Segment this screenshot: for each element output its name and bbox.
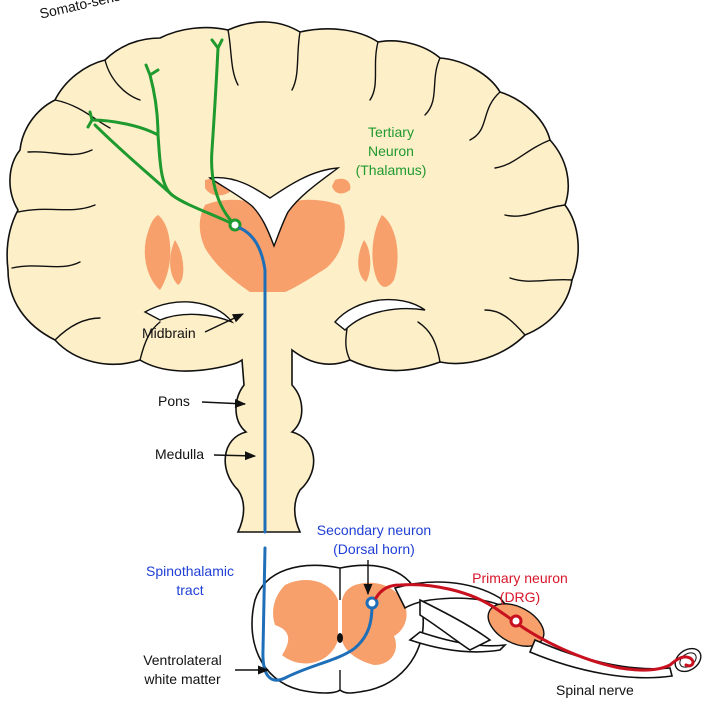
ventrolateral-label-line1: Ventrolateral: [143, 652, 222, 668]
secondary-neuron-soma: [365, 596, 379, 610]
tertiary-neuron-soma: [228, 218, 242, 232]
tertiary-terminal-3: [86, 110, 94, 129]
secondary-label-line1: Secondary neuron: [316, 522, 432, 538]
label-arrows: [201, 313, 373, 675]
tertiary-terminal-2: [144, 63, 160, 77]
primary-axon-central: [374, 583, 517, 624]
medulla-label: Medulla: [155, 446, 205, 462]
right-temporal-fissure: [334, 298, 426, 331]
pons-arrow: [201, 399, 247, 409]
spinothalamic-label-line2: tract: [176, 582, 204, 598]
tertiary-axon-main: [148, 73, 237, 227]
midbrain-label: Midbrain: [142, 325, 196, 341]
spinal-gray-matter-left: [273, 580, 338, 664]
medulla-arrow: [213, 451, 257, 461]
spinothalamic-label-line1: Spinothalamic: [146, 563, 234, 579]
right-claustrum: [358, 240, 371, 282]
tertiary-axon-branch-1: [210, 46, 237, 227]
cortical-sulci: [11, 29, 573, 363]
primary-neuron-soma: [509, 614, 523, 628]
left-claustrum: [170, 240, 184, 285]
spinal-root-connector: [419, 598, 492, 651]
primary-label-line1: Primary neuron: [472, 570, 568, 586]
tertiary-terminal-1: [210, 38, 224, 50]
tertiary-label-line3: (Thalamus): [355, 162, 427, 178]
left-putamen: [144, 215, 171, 290]
pons-label: Pons: [158, 393, 190, 409]
brain-coronal-section: [6, 21, 579, 533]
central-canal: [337, 633, 343, 643]
ventrolateral-label-line2: white matter: [144, 671, 221, 687]
secondary-axon-brain: [238, 226, 267, 534]
spinal-nerve-label: Spinal nerve: [556, 682, 634, 698]
primary-label-line2: (DRG): [499, 589, 541, 605]
midbrain-arrow: [204, 313, 245, 333]
secondary-label-line2: (Dorsal horn): [333, 541, 415, 557]
tertiary-axon-branch-2: [93, 123, 174, 197]
tertiary-axon-branch-3: [90, 118, 160, 137]
right-putamen: [372, 215, 398, 287]
primary-axon-peripheral: [513, 620, 695, 672]
tertiary-neuron: [86, 38, 242, 232]
spinal-nerve-trunk: [528, 638, 673, 679]
tertiary-label-line1: Tertiary: [368, 124, 414, 140]
caudate-right: [332, 178, 351, 194]
tertiary-label-line2: Neuron: [368, 143, 414, 159]
primary-neuron: [374, 583, 695, 672]
lateral-ventricle: [208, 167, 341, 248]
ventral-root: [408, 631, 508, 653]
